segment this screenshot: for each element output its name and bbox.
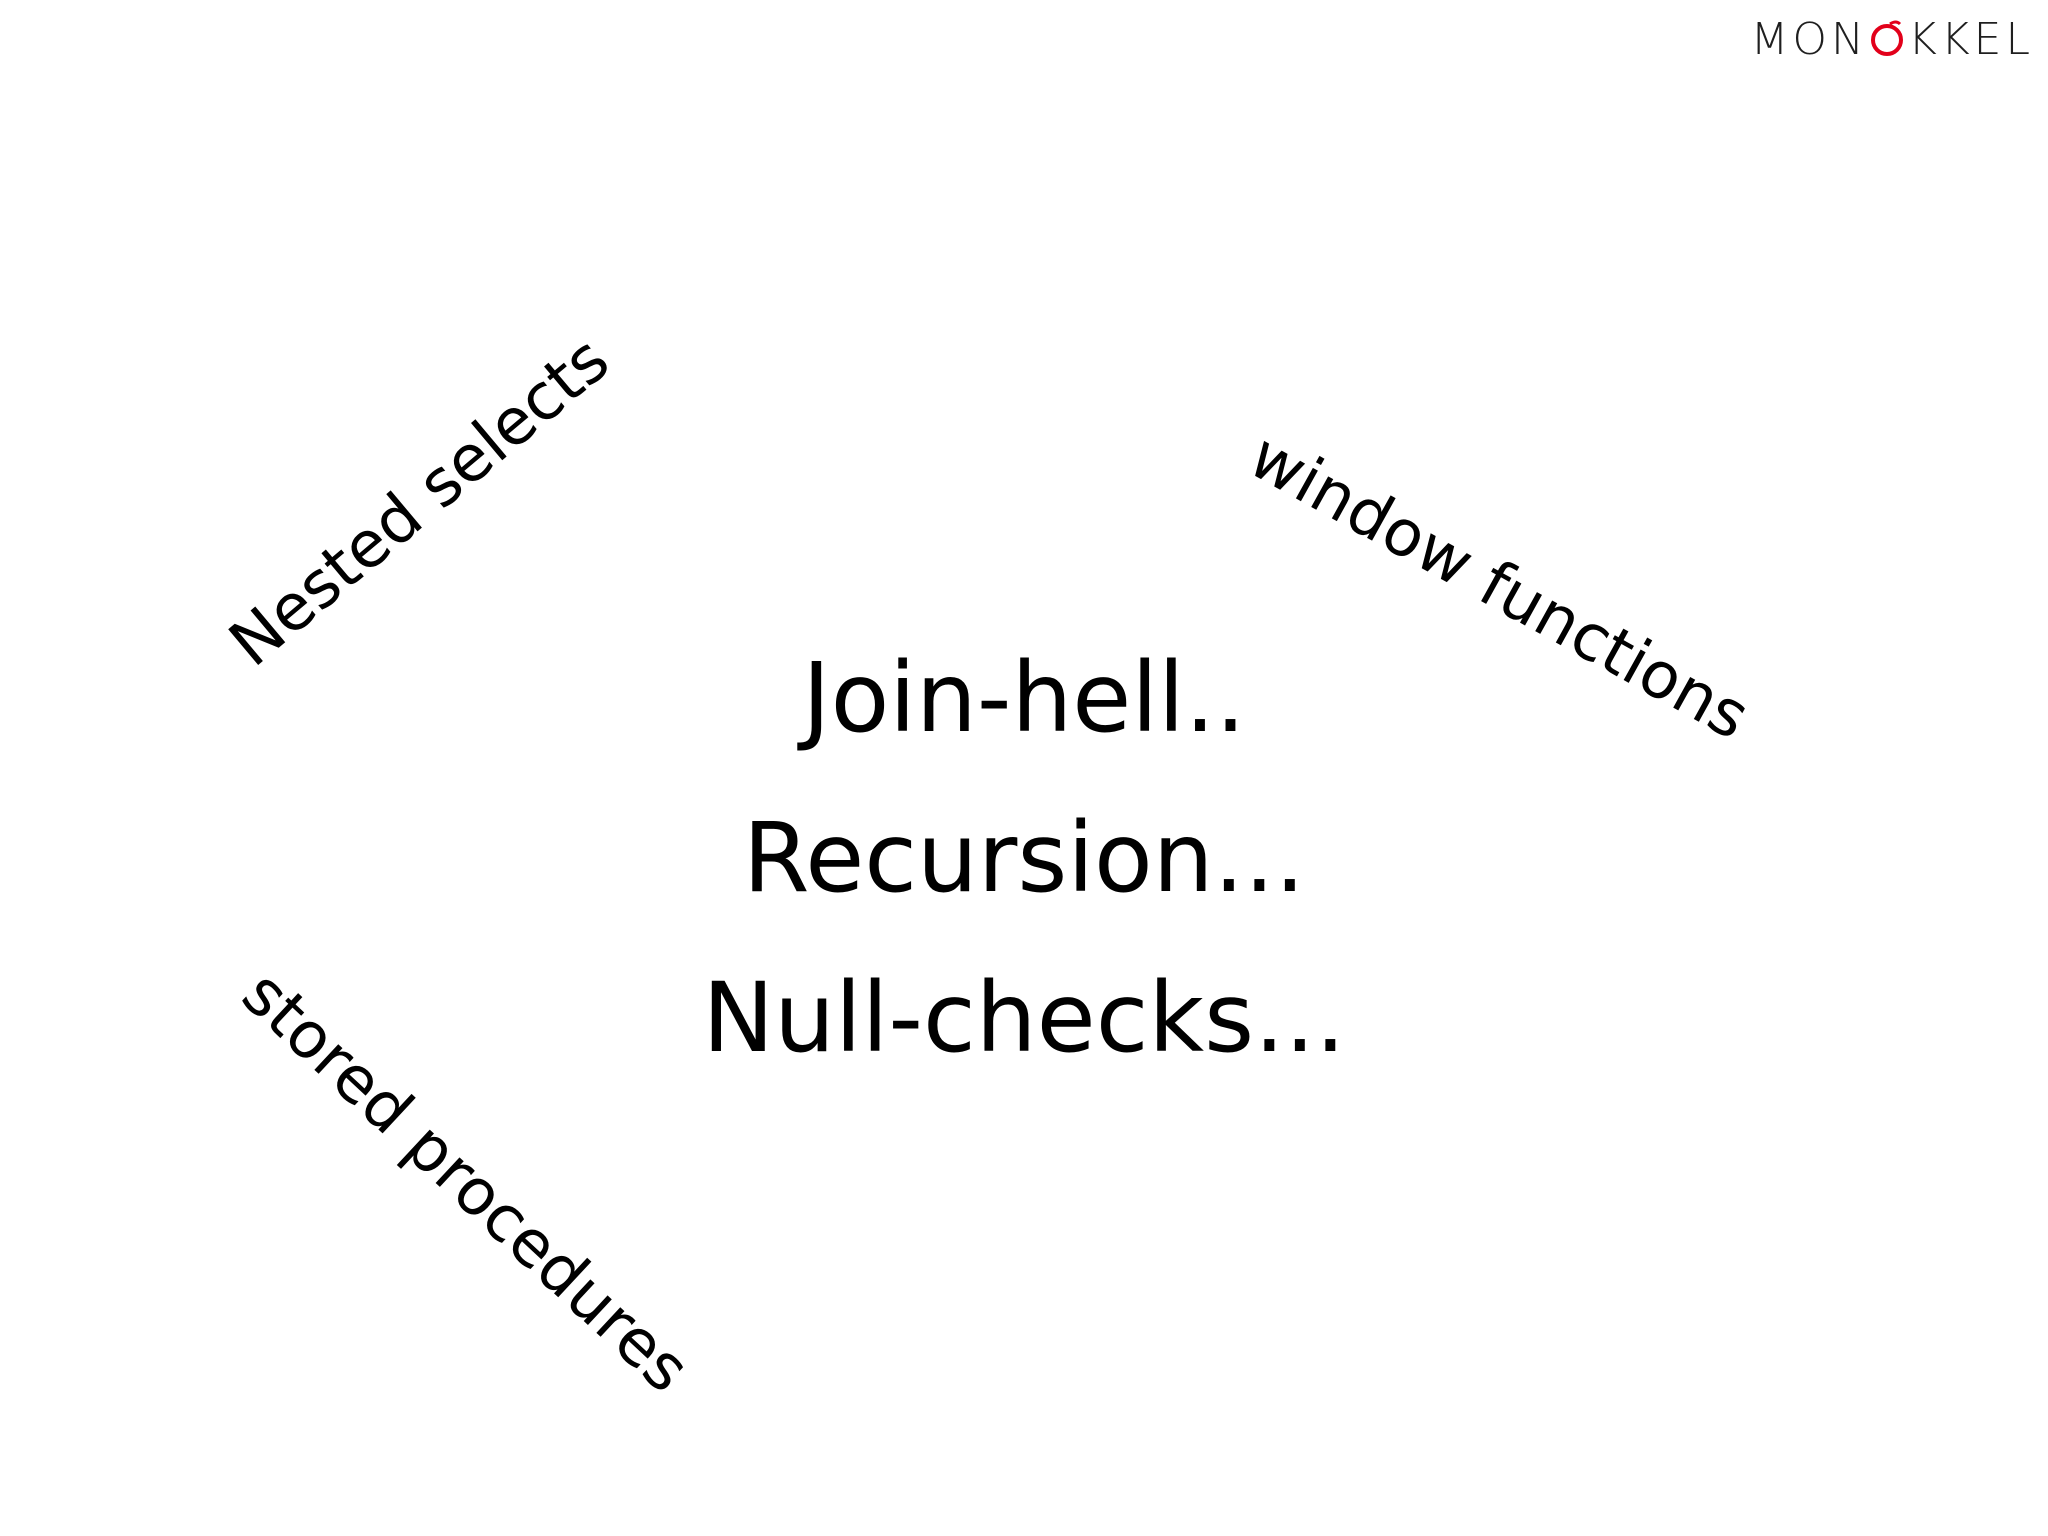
monocle-ring-icon <box>1870 18 1904 58</box>
label-nested-selects: Nested selects <box>216 322 624 682</box>
logo-text-right: KKEL <box>1907 14 2034 65</box>
logo-text-left: MON <box>1750 14 1868 65</box>
center-line-null-checks: Null-checks... <box>702 962 1346 1074</box>
center-line-join-hell: Join-hell.. <box>802 642 1246 754</box>
brand-logo: MON KKEL <box>1750 18 2034 62</box>
center-text-stack: Join-hell.. Recursion... Null-checks... <box>0 650 2048 1130</box>
center-line-recursion: Recursion... <box>742 802 1306 914</box>
